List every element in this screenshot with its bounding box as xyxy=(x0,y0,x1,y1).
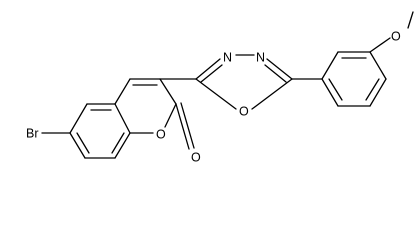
bond-ph3-ph4 xyxy=(369,51,387,80)
atom-label-n4: N xyxy=(256,50,265,64)
bond-ph4-ph5 xyxy=(369,78,387,107)
bond-n4-c5prime-double xyxy=(264,64,287,83)
bond-ph3-omethoxy xyxy=(369,37,391,53)
bond-ph6-ph1 xyxy=(321,78,339,107)
bond-c2prime-n3 xyxy=(195,58,221,80)
bond-c6-c7 xyxy=(69,132,86,159)
atom-label-o-methoxy: O xyxy=(391,29,401,43)
bond-c8-c8a-inner xyxy=(111,132,125,154)
bond-c2prime-n3-double xyxy=(200,64,223,83)
bond-c6-c7-inner xyxy=(76,132,90,154)
atom-label-br: Br xyxy=(26,126,39,140)
bond-c3-c2 xyxy=(159,78,177,105)
atom-label-layer: Br N N O O O O xyxy=(26,29,401,164)
atom-label-n3: N xyxy=(223,50,232,64)
bond-layer xyxy=(41,11,414,159)
bond-ph1-ph2 xyxy=(321,51,339,80)
bond-c8-c8a xyxy=(114,132,131,159)
structure-canvas: Br N N O O O O xyxy=(26,11,414,165)
bond-c5-c6 xyxy=(69,103,88,134)
bond-omethoxy-ch3 xyxy=(407,11,414,29)
bond-c5prime-o1prime xyxy=(251,78,293,110)
bond-c2-o1 xyxy=(164,103,177,128)
bond-n4-c5prime xyxy=(266,58,293,80)
bond-ph6-ph1-inner xyxy=(328,78,343,101)
bond-c8a-c4a xyxy=(114,103,131,134)
bond-ph4-ph5-inner xyxy=(365,78,380,101)
atom-label-o-carbonyl: O xyxy=(191,150,201,164)
atom-label-o-lactone: O xyxy=(156,127,166,141)
bond-o1prime-c2prime xyxy=(195,78,237,110)
bond-c4a-c4 xyxy=(114,78,131,105)
atom-label-o-oxadiazole: O xyxy=(239,104,249,118)
bond-c2-oc xyxy=(175,103,190,150)
bond-c2-oc-double xyxy=(180,102,195,149)
chemical-structure-drawing: Br N N O O O O xyxy=(26,11,414,164)
